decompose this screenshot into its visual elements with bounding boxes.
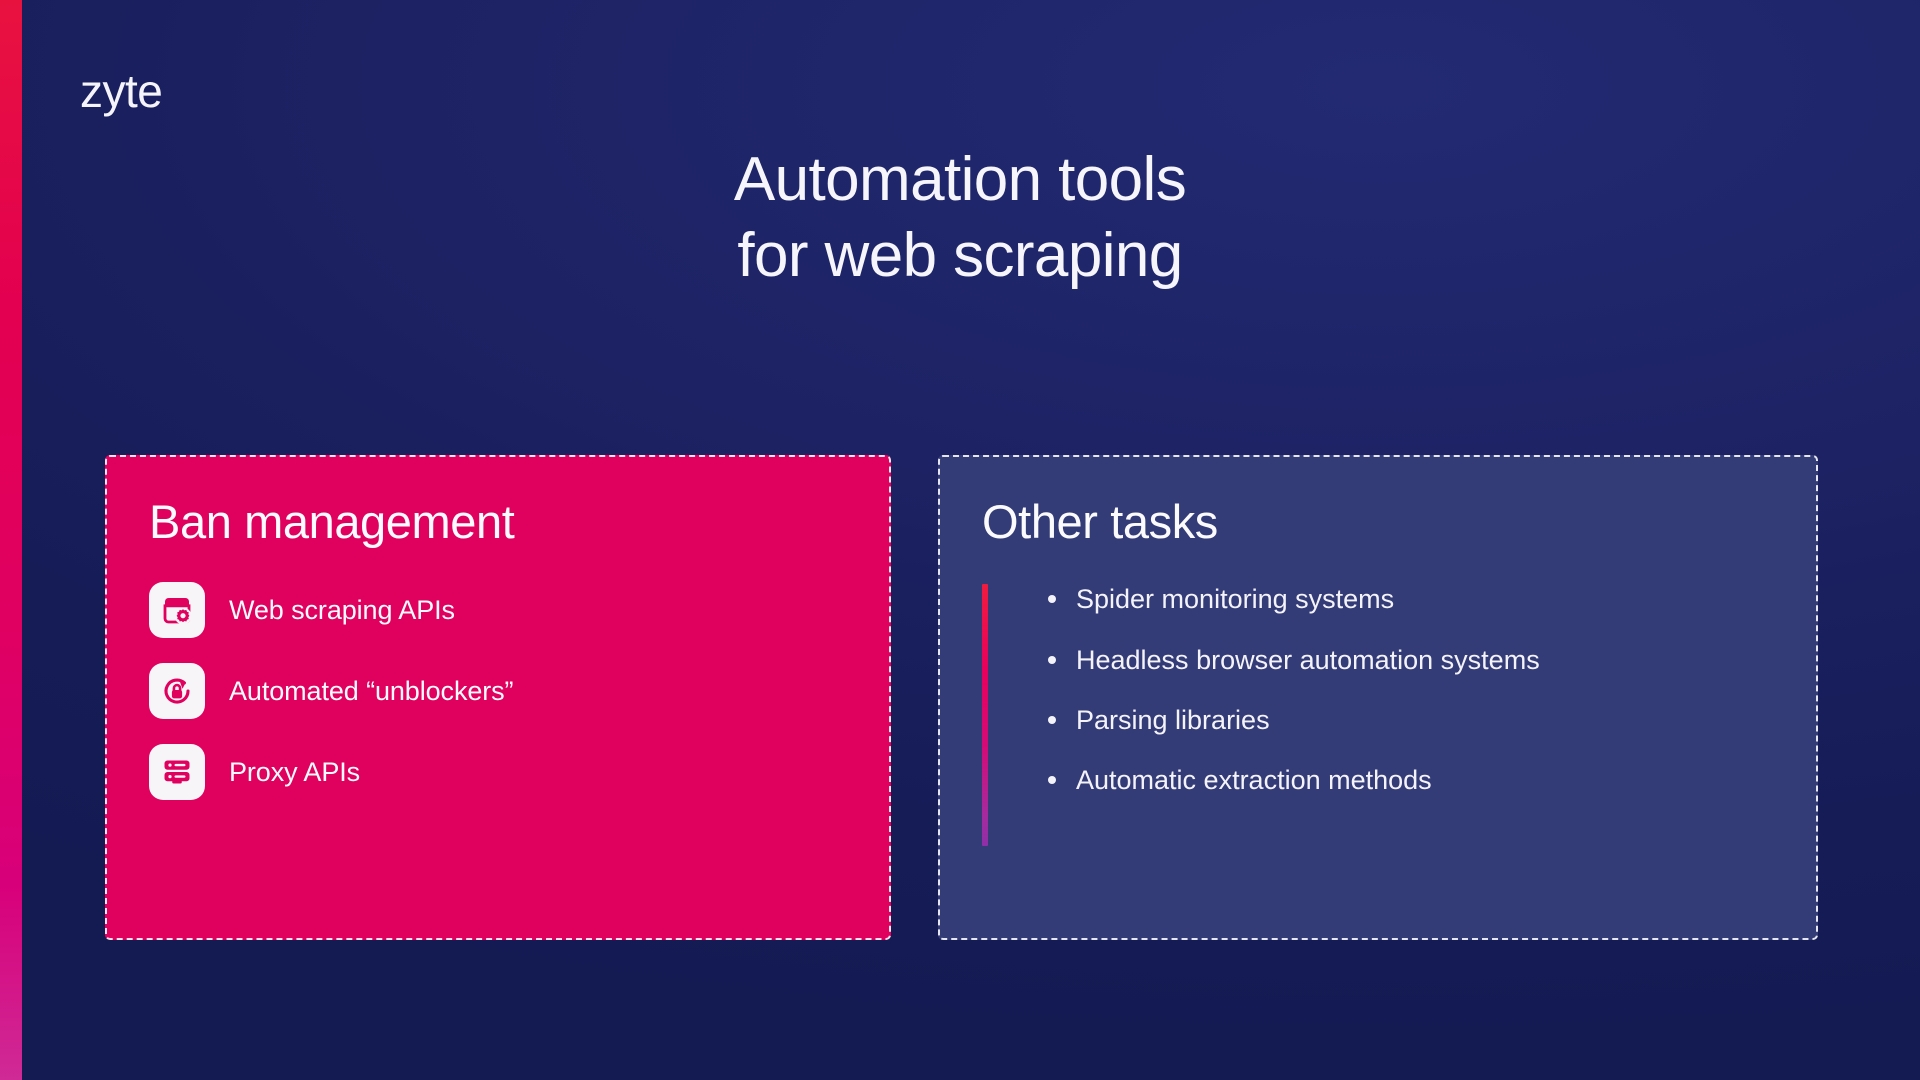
zyte-logo: zyte bbox=[80, 65, 163, 117]
feature-label: Proxy APIs bbox=[229, 756, 361, 787]
list-item: Headless browser automation systems bbox=[1042, 643, 1587, 677]
cards-row: Ban management Web scraping APIs bbox=[105, 455, 1818, 940]
bullet-list-wrapper: Spider monitoring systems Headless brows… bbox=[982, 582, 1774, 847]
feature-label: Web scraping APIs bbox=[229, 594, 455, 625]
unlock-refresh-icon bbox=[149, 663, 205, 720]
page-title-line-1: Automation tools bbox=[733, 145, 1187, 214]
feature-row: Automated “unblockers” bbox=[149, 663, 847, 720]
feature-row: Web scraping APIs bbox=[149, 582, 847, 639]
gradient-accent-bar bbox=[982, 584, 988, 847]
browser-settings-icon bbox=[149, 582, 205, 639]
card-ban-management-title: Ban management bbox=[149, 495, 515, 548]
list-item: Automatic extraction methods bbox=[1042, 763, 1587, 797]
feature-label: Automated “unblockers” bbox=[229, 675, 514, 706]
list-item: Spider monitoring systems bbox=[1042, 582, 1587, 616]
page-title-line-2: for web scraping bbox=[737, 220, 1183, 290]
other-tasks-list: Spider monitoring systems Headless brows… bbox=[1042, 582, 1774, 797]
card-other-tasks: Other tasks Spider monitoring systems He… bbox=[938, 455, 1818, 940]
list-item: Parsing libraries bbox=[1042, 703, 1587, 737]
left-accent-bar bbox=[0, 0, 22, 1080]
card-other-tasks-title: Other tasks bbox=[982, 495, 1218, 548]
proxy-server-icon bbox=[149, 744, 205, 801]
page-title: Automation tools for web scraping bbox=[0, 142, 1920, 293]
feature-row: Proxy APIs bbox=[149, 744, 847, 801]
card-ban-management: Ban management Web scraping APIs bbox=[105, 455, 891, 940]
